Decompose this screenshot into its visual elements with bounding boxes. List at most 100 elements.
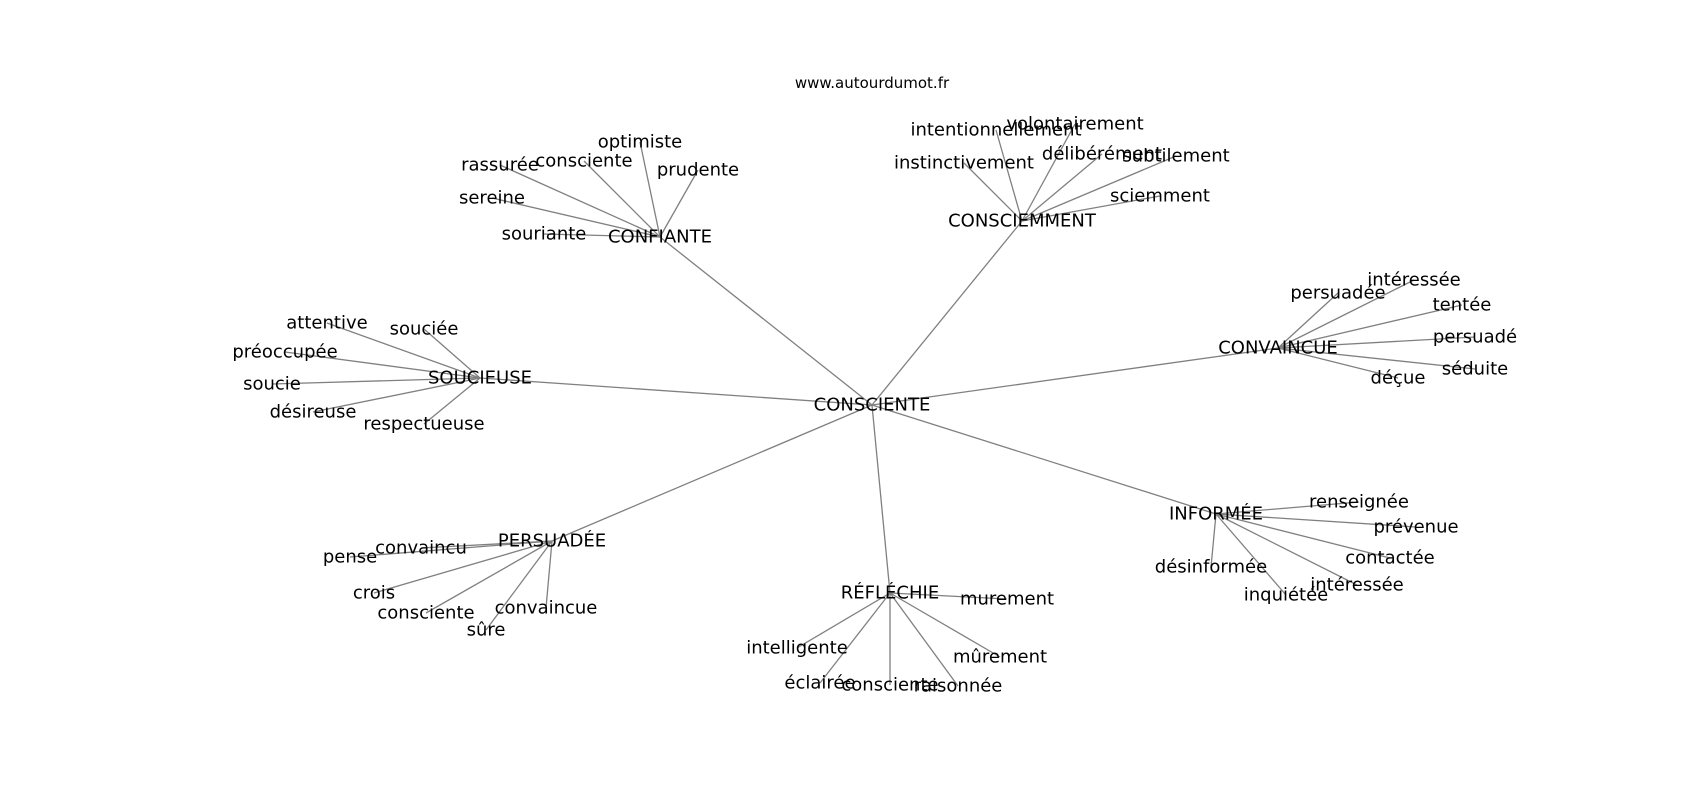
edge-persuadee-pense bbox=[349, 540, 553, 558]
cluster-node-reflechie: RÉFLÉCHIE bbox=[841, 582, 939, 604]
edge-consciemment-intentionnellement bbox=[995, 129, 1023, 222]
word-node-prudente: prudente bbox=[657, 160, 739, 181]
cluster-node-persuadee: PERSUADÉE bbox=[498, 530, 606, 552]
word-node-decue: déçue bbox=[1371, 368, 1426, 389]
word-node-desireuse: désireuse bbox=[270, 402, 357, 423]
source-label: www.autourdumot.fr bbox=[795, 74, 950, 92]
edge-convaincue-decue bbox=[1277, 347, 1399, 379]
edge-center-soucieuse bbox=[479, 377, 873, 406]
edge-informee-prevenue bbox=[1215, 513, 1417, 528]
word-node-rassuree: rassurée bbox=[461, 155, 539, 176]
edges bbox=[271, 123, 1476, 687]
edge-consciemment-sciemment bbox=[1021, 195, 1161, 222]
edge-persuadee-convaincue bbox=[545, 540, 553, 609]
word-node-optimiste: optimiste bbox=[598, 132, 683, 153]
word-node-consciente: consciente bbox=[377, 603, 474, 624]
word-node-consciente: consciente bbox=[841, 675, 938, 696]
edge-soucieuse-souciee bbox=[423, 328, 481, 379]
edge-consciemment-instinctivement bbox=[963, 162, 1023, 222]
edge-persuadee-crois bbox=[373, 540, 553, 594]
edge-convaincue-tentee bbox=[1277, 304, 1463, 349]
edge-soucieuse-respectueuse bbox=[423, 377, 481, 425]
cluster-node-informee: INFORMÉE bbox=[1169, 503, 1263, 525]
cluster-node-convaincue: CONVAINCUE bbox=[1218, 338, 1338, 359]
edge-informee-interessee bbox=[1215, 513, 1358, 586]
edge-convaincue-seduite bbox=[1277, 347, 1476, 370]
edge-persuadee-consciente bbox=[425, 540, 553, 614]
edge-soucieuse-preoccupee bbox=[284, 351, 481, 379]
word-node-attentive: attentive bbox=[286, 313, 367, 334]
word-node-intentionnellement: intentionnellement bbox=[910, 120, 1081, 141]
word-node-eclairee: éclairée bbox=[784, 673, 855, 694]
edge-confiante-consciente bbox=[583, 160, 661, 238]
edge-reflechie-eclairee bbox=[819, 592, 891, 684]
edge-confiante-prudente bbox=[659, 169, 699, 238]
word-node-persuadee: persuadée bbox=[1290, 283, 1385, 304]
word-node-pense: pense bbox=[323, 547, 377, 568]
word-node-murement: murement bbox=[960, 589, 1054, 610]
word-node-persuade: persuadé bbox=[1433, 327, 1517, 348]
word-node-prevenue: prévenue bbox=[1373, 517, 1458, 538]
word-node-sure: sûre bbox=[467, 620, 506, 641]
word-node-interessee: intéressée bbox=[1367, 270, 1461, 291]
edge-consciemment-subtilement bbox=[1021, 155, 1177, 222]
edge-soucieuse-desireuse bbox=[312, 377, 481, 413]
edge-center-convaincue bbox=[871, 347, 1279, 406]
word-node-souriante: souriante bbox=[502, 224, 587, 245]
cluster-node-consciemment: CONSCIEMMENT bbox=[948, 211, 1097, 232]
edge-persuadee-sure bbox=[485, 540, 553, 631]
word-node-interessee: intéressée bbox=[1310, 575, 1404, 596]
word-node-volontairement: volontairement bbox=[1006, 114, 1143, 135]
edge-informee-contactee bbox=[1215, 513, 1391, 559]
edge-confiante-optimiste bbox=[639, 141, 661, 238]
edge-consciemment-deliberement bbox=[1021, 153, 1103, 222]
edge-reflechie-intelligente bbox=[796, 592, 891, 649]
word-node-contactee: contactée bbox=[1345, 548, 1435, 569]
word-node-convaincue: convaincue bbox=[495, 598, 598, 619]
word-node-tentee: tentée bbox=[1433, 295, 1492, 316]
edge-center-informee bbox=[871, 404, 1217, 515]
word-node-respectueuse: respectueuse bbox=[363, 414, 484, 435]
word-node-sciemment: sciemment bbox=[1110, 186, 1210, 207]
word-node-seduite: séduite bbox=[1442, 359, 1508, 380]
edge-informee-desinformee bbox=[1210, 513, 1217, 568]
word-node-murement: mûrement bbox=[953, 647, 1047, 668]
word-node-instinctivement: instinctivement bbox=[894, 153, 1034, 174]
edge-soucieuse-attentive bbox=[326, 322, 481, 379]
edge-confiante-souriante bbox=[543, 233, 661, 238]
edge-informee-inquietee bbox=[1215, 513, 1287, 596]
cluster-node-soucieuse: SOUCIEUSE bbox=[428, 368, 532, 389]
word-node-preoccupee: préoccupée bbox=[232, 342, 337, 363]
edge-convaincue-persuadee bbox=[1277, 292, 1339, 349]
word-node-soucie: soucie bbox=[243, 374, 301, 395]
center-node: CONSCIENTE bbox=[814, 395, 931, 416]
word-node-desinformee: désinformée bbox=[1155, 557, 1267, 578]
word-node-sereine: sereine bbox=[459, 188, 525, 209]
edge-reflechie-murement bbox=[889, 592, 1008, 600]
edge-confiante-sereine bbox=[491, 197, 661, 238]
edge-confiante-rassuree bbox=[499, 164, 661, 238]
word-node-inquietee: inquiétée bbox=[1244, 585, 1329, 606]
edge-soucieuse-soucie bbox=[271, 377, 481, 385]
edge-reflechie-raisonnee bbox=[889, 592, 959, 687]
edge-center-reflechie bbox=[871, 404, 891, 594]
edge-convaincue-persuade bbox=[1277, 336, 1476, 349]
edge-reflechie-murement bbox=[889, 592, 1001, 658]
edge-center-persuadee bbox=[551, 404, 873, 542]
word-node-convaincu: convaincu bbox=[375, 538, 467, 559]
word-node-intelligente: intelligente bbox=[746, 638, 848, 659]
cluster-node-confiante: CONFIANTE bbox=[608, 227, 712, 248]
word-node-deliberement: délibérément bbox=[1042, 144, 1162, 165]
word-node-subtilement: subtilement bbox=[1122, 146, 1229, 167]
word-node-consciente: consciente bbox=[535, 151, 632, 172]
word-node-crois: crois bbox=[353, 583, 395, 604]
word-node-souciee: souciée bbox=[390, 319, 459, 340]
edge-center-consciemment bbox=[871, 220, 1023, 406]
edge-center-confiante bbox=[659, 236, 873, 406]
word-node-raisonnee: raisonnée bbox=[914, 676, 1003, 697]
edge-consciemment-volontairement bbox=[1021, 123, 1076, 222]
edge-informee-renseignee bbox=[1215, 501, 1360, 515]
word-node-renseignee: renseignée bbox=[1309, 492, 1409, 513]
